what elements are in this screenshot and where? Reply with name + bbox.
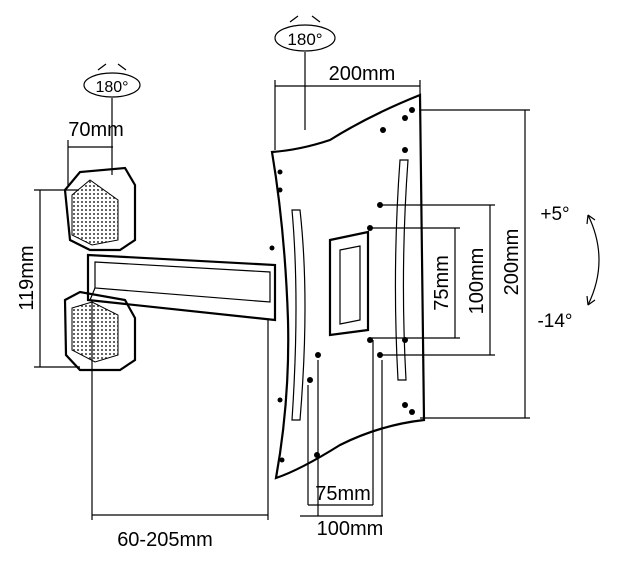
vesa-plate xyxy=(269,93,426,480)
rotation-left-label: 180° xyxy=(95,79,128,96)
tilt-arrow-icon xyxy=(587,214,600,306)
vesa-width-mid-label: 100mm xyxy=(317,518,384,540)
rotation-top-badge: 180° xyxy=(274,15,336,52)
arm-extension-label: 60-205mm xyxy=(117,529,213,551)
width-top-label: 200mm xyxy=(329,63,396,85)
vesa-height-min-label: 75mm xyxy=(431,255,453,311)
vesa-width-min-label: 75mm xyxy=(315,483,371,505)
wall-bracket xyxy=(63,166,137,372)
vesa-height-mid-label: 100mm xyxy=(466,248,488,315)
tilt-down-label: -14° xyxy=(537,311,572,332)
wall-plate-height-label: 119mm xyxy=(16,245,38,310)
wall-plate-width-label: 70mm xyxy=(68,119,124,141)
tilt-up-label: +5° xyxy=(540,204,569,225)
swivel-arm xyxy=(86,253,277,322)
vesa-height-max-label: 200mm xyxy=(501,229,523,296)
rotation-left-badge: 180° xyxy=(83,63,141,98)
rotation-top-label: 180° xyxy=(287,30,322,49)
